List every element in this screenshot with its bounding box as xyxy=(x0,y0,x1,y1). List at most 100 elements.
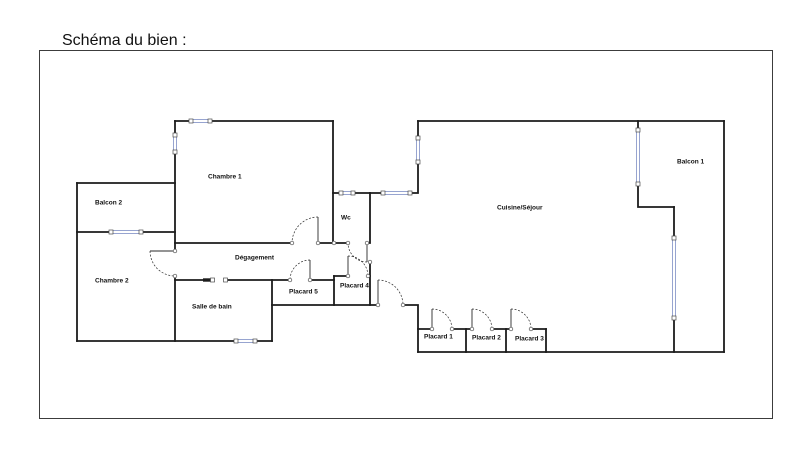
door-salle-de-bain-panel xyxy=(203,278,212,282)
wall-balcon-1-upper xyxy=(637,120,675,208)
window-cuisine-left-pane xyxy=(415,137,420,163)
room-label-wc: Wc xyxy=(341,215,351,222)
door-wc-hinge xyxy=(364,240,370,246)
page-title: Schéma du bien : xyxy=(62,32,187,49)
window-salle-de-bain xyxy=(233,338,258,344)
door-placard-5 xyxy=(287,259,313,283)
window-balcon-1-lower-end-marker xyxy=(671,235,677,241)
window-balcon-1-upper-pane xyxy=(636,129,641,185)
door-placard-4-strike xyxy=(365,273,371,279)
room-label-placard-5: Placard 5 xyxy=(289,289,318,296)
door-placard-2-strike xyxy=(489,326,495,332)
room-label-chambre-2: Chambre 2 xyxy=(95,278,129,285)
wall-cuisine-upper-left xyxy=(369,120,419,194)
room-label-cuisine-sejour: Cuisine/Séjour xyxy=(497,205,543,212)
room-label-degagement: Dégagement xyxy=(235,255,275,262)
door-placard-5-swing xyxy=(289,259,311,281)
room-label-placard-4: Placard 4 xyxy=(340,283,369,290)
window-cuisine-left xyxy=(415,135,421,165)
door-placard-5-strike xyxy=(287,277,293,283)
wall-cuisine-lower-left xyxy=(402,304,419,353)
window-wc-end-marker xyxy=(338,190,344,196)
door-entree-strike xyxy=(400,302,406,308)
window-balcon-1-lower-end-marker xyxy=(671,315,677,321)
door-chambre-1-hinge xyxy=(315,240,321,246)
window-balcon-1-upper-end-marker xyxy=(635,127,641,133)
door-wc xyxy=(345,240,370,263)
door-placard-1 xyxy=(429,308,455,332)
door-placard-3-swing xyxy=(510,308,532,330)
door-salle-de-bain-jamb-right xyxy=(223,277,228,283)
door-placard-4 xyxy=(345,255,371,279)
room-label-placard-2: Placard 2 xyxy=(472,335,501,342)
room-label-balcon-1: Balcon 1 xyxy=(677,159,704,166)
door-chambre-1 xyxy=(289,216,321,246)
junction-marker xyxy=(367,259,373,265)
door-chambre-2-swing xyxy=(149,250,176,277)
window-chambre-1-left-end-marker xyxy=(172,149,178,155)
window-chambre-1-left-pane xyxy=(172,134,177,153)
room-label-placard-3: Placard 3 xyxy=(515,336,544,343)
room-labels: Chambre 1 Balcon 2 Chambre 2 Dégagement … xyxy=(95,159,704,343)
window-balcon-1-upper-end-marker xyxy=(635,181,641,187)
door-placard-2-hinge xyxy=(469,326,475,332)
door-entree-swing xyxy=(377,279,404,306)
door-entree xyxy=(375,279,406,308)
window-salle-de-bain-pane xyxy=(235,338,256,343)
window-wc xyxy=(338,190,356,196)
door-chambre-2-hinge xyxy=(172,248,178,254)
window-chambre-1-left xyxy=(172,132,178,155)
window-chambre-2 xyxy=(108,229,144,235)
door-wc-strike xyxy=(345,240,351,246)
window-chambre-2-end-marker xyxy=(108,229,114,235)
plan-frame xyxy=(39,50,773,419)
room-label-salle-de-bain: Salle de bain xyxy=(192,304,232,311)
window-chambre-2-pane xyxy=(110,229,142,234)
door-chambre-1-strike xyxy=(289,240,295,246)
door-placard-3-strike xyxy=(528,326,534,332)
door-placard-5-hinge xyxy=(307,277,313,283)
doors xyxy=(149,216,534,332)
door-placard-2 xyxy=(469,308,495,332)
window-salle-de-bain-end-marker xyxy=(252,338,258,344)
door-placard-3-hinge xyxy=(508,326,514,332)
window-chambre-1-left-end-marker xyxy=(172,132,178,138)
window-cuisine-left-end-marker xyxy=(415,159,421,165)
walls xyxy=(76,120,725,353)
junction-markers xyxy=(331,240,373,265)
door-chambre-1-swing xyxy=(291,216,319,244)
door-chambre-2-strike xyxy=(172,273,178,279)
room-label-balcon-2: Balcon 2 xyxy=(95,200,122,207)
windows xyxy=(108,118,677,344)
door-placard-4-hinge xyxy=(345,273,351,279)
door-placard-4-swing xyxy=(347,255,369,277)
window-chambre-1-top-end-marker xyxy=(207,118,213,124)
window-chambre-1-top xyxy=(188,118,213,124)
window-balcon-1-lower xyxy=(671,235,677,321)
junction-marker xyxy=(331,240,337,246)
window-cuisine-top-end-marker xyxy=(380,190,386,196)
door-salle-de-bain xyxy=(203,277,228,283)
door-chambre-2 xyxy=(149,248,178,279)
window-salle-de-bain-end-marker xyxy=(233,338,239,344)
window-wc-end-marker xyxy=(350,190,356,196)
door-placard-1-strike xyxy=(449,326,455,332)
door-wc-swing xyxy=(347,242,368,263)
window-cuisine-top-end-marker xyxy=(407,190,413,196)
window-balcon-1-upper xyxy=(635,127,641,187)
room-label-chambre-1: Chambre 1 xyxy=(208,174,242,181)
door-placard-1-hinge xyxy=(429,326,435,332)
door-placard-1-swing xyxy=(431,308,453,330)
door-placard-2-swing xyxy=(471,308,493,330)
window-chambre-1-top-pane xyxy=(190,119,211,124)
window-chambre-2-end-marker xyxy=(138,229,144,235)
window-cuisine-top xyxy=(380,190,413,196)
window-chambre-1-top-end-marker xyxy=(188,118,194,124)
window-balcon-1-lower-pane xyxy=(672,237,677,319)
room-label-placard-1: Placard 1 xyxy=(424,334,453,341)
door-salle-de-bain-jamb-left xyxy=(210,277,215,283)
door-entree-hinge xyxy=(375,302,381,308)
window-cuisine-left-end-marker xyxy=(415,135,421,141)
